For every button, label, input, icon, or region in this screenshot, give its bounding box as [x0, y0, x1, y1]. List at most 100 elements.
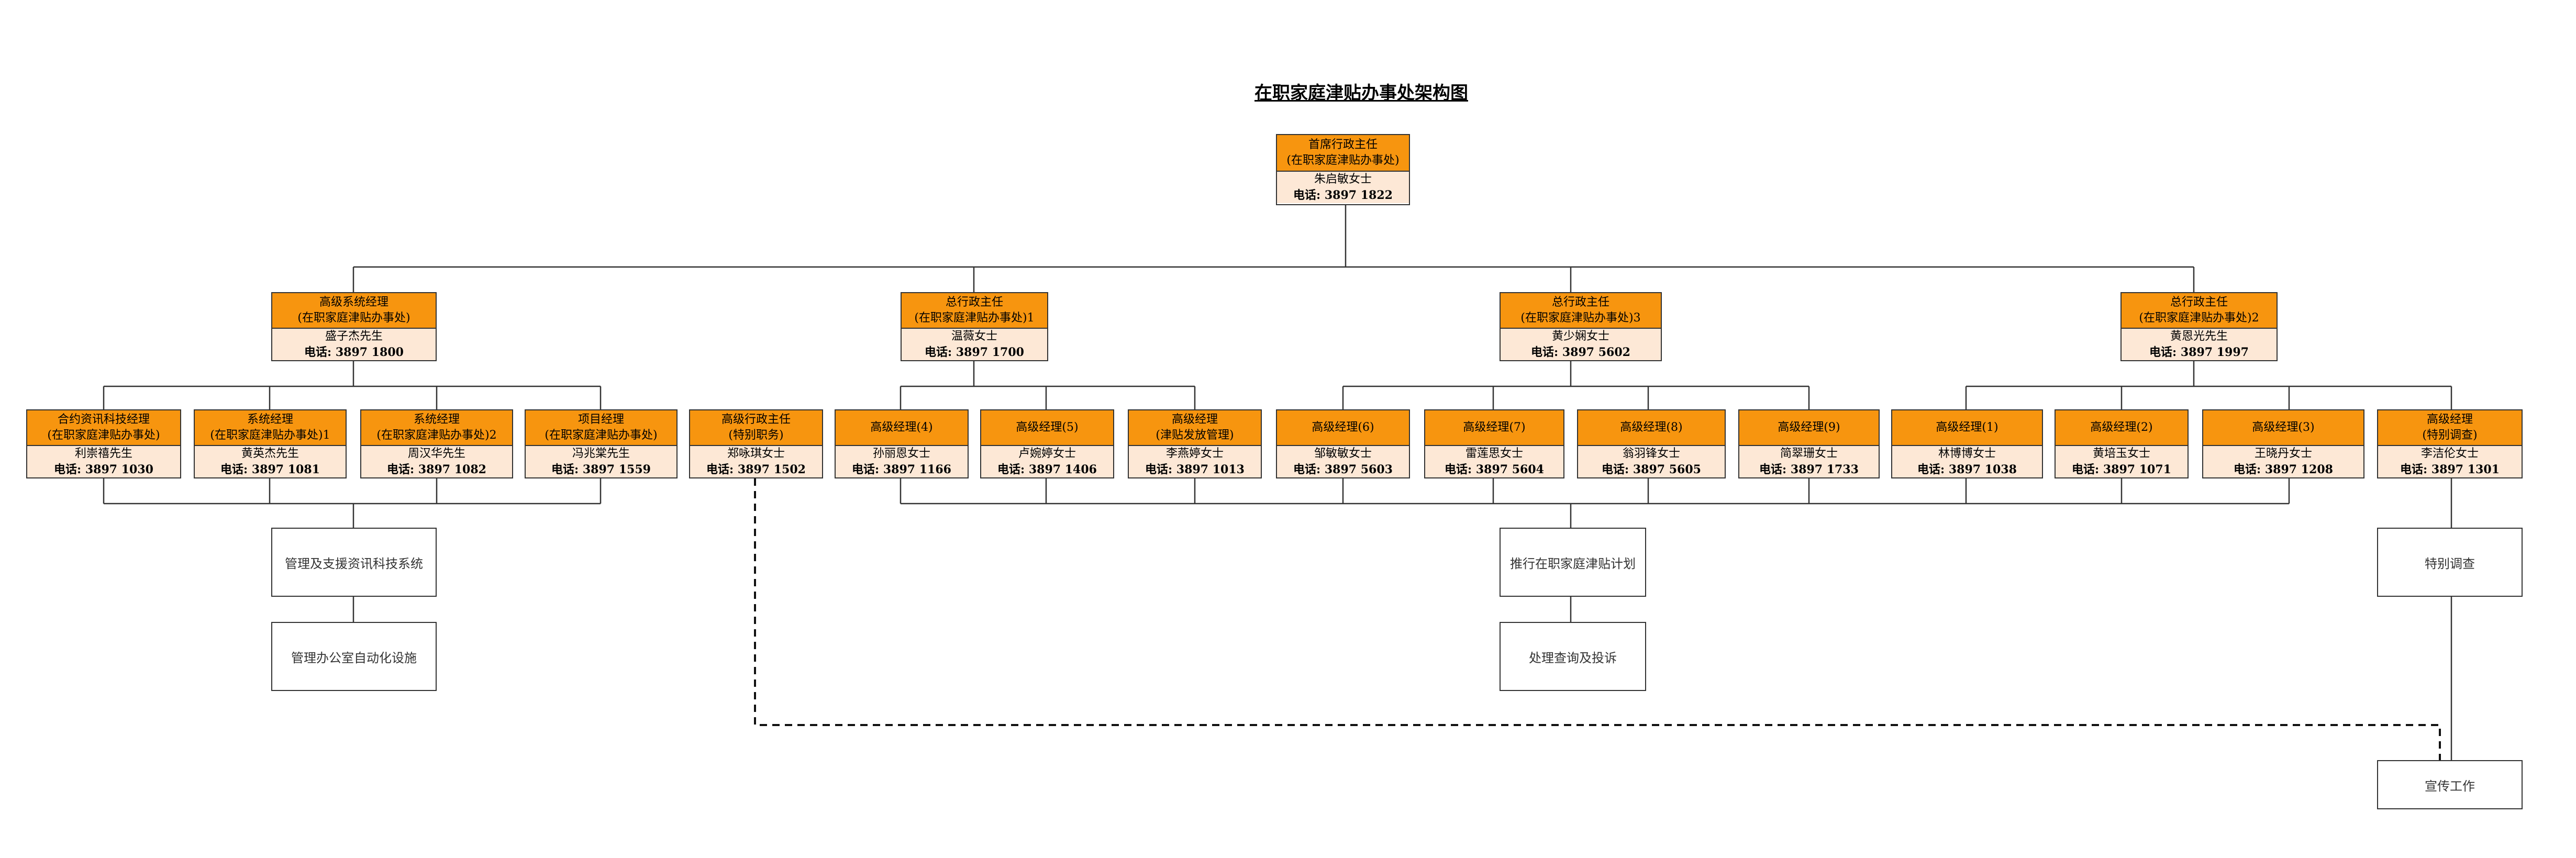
staff-name: 黄培玉女士 — [2092, 447, 2150, 460]
function-box: 宣传工作 — [2377, 760, 2523, 809]
function-box: 管理及支援资讯科技系统 — [271, 528, 437, 597]
staff-title: 高级行政主任 — [721, 413, 791, 426]
staff-title: 高级经理(7) — [1463, 421, 1526, 434]
staff-name: 李燕婷女士 — [1165, 447, 1224, 460]
staff-title: 高级经理(2) — [2090, 421, 2153, 434]
staff-tel: 电话: 3897 5605 — [1602, 463, 1701, 476]
manager-office: (在职家庭津贴办事处)2 — [2139, 311, 2259, 325]
staff-office: (特别调查) — [2422, 429, 2478, 442]
chart-title: 在职家庭津贴办事处架构图 — [1254, 83, 1468, 104]
chief-name: 朱启敏女士 — [1314, 173, 1372, 186]
staff-box: 高级经理 (津贴发放管理) 李燕婷女士电话: 3897 1013 — [1128, 409, 1262, 478]
staff-box: 高级经理(8) 翁羽锋女士电话: 3897 5605 — [1577, 409, 1726, 478]
manager-tel: 电话: 3897 1700 — [925, 346, 1024, 359]
staff-title: 高级经理(6) — [1312, 421, 1374, 434]
manager-tel: 电话: 3897 1800 — [304, 346, 404, 359]
manager-office: (在职家庭津贴办事处)1 — [914, 311, 1035, 325]
staff-name: 郑咏琪女士 — [727, 447, 785, 460]
staff-title: 高级经理(9) — [1778, 421, 1840, 434]
staff-box: 合约资讯科技经理 (在职家庭津贴办事处) 利崇禧先生电话: 3897 1030 — [26, 409, 181, 478]
staff-box: 系统经理(在职家庭津贴办事处)1 黄英杰先生电话: 3897 1081 — [194, 409, 347, 478]
manager-box: 总行政主任 (在职家庭津贴办事处)2 黄恩光先生 电话: 3897 1997 — [2120, 292, 2278, 361]
manager-box: 总行政主任 (在职家庭津贴办事处)3 黄少娴女士 电话: 3897 5602 — [1500, 292, 1662, 361]
manager-title: 总行政主任 — [1551, 296, 1609, 309]
chief-tel: 电话: 3897 1822 — [1293, 188, 1393, 202]
staff-name: 利崇禧先生 — [74, 447, 132, 460]
staff-name: 黄英杰先生 — [241, 447, 299, 460]
staff-box: 高级经理(4) 孙丽恩女士电话: 3897 1166 — [835, 409, 969, 478]
staff-office: (在职家庭津贴办事处) — [545, 429, 658, 442]
staff-tel: 电话: 3897 1013 — [1145, 463, 1245, 476]
staff-title: 合约资讯科技经理 — [57, 413, 150, 426]
staff-box: 系统经理 (在职家庭津贴办事处)2 周汉华先生电话: 3897 1082 — [360, 409, 513, 478]
staff-box: 高级经理(2) 黄培玉女士电话: 3897 1071 — [2055, 409, 2189, 478]
staff-title: 系统经理 — [413, 413, 460, 426]
manager-name: 温薇女士 — [951, 330, 997, 343]
staff-box: 高级经理(9) 简翠珊女士电话: 3897 1733 — [1738, 409, 1880, 478]
staff-office: (在职家庭津贴办事处)1 — [210, 429, 330, 442]
staff-title: 高级经理(3) — [2252, 421, 2315, 434]
staff-tel: 电话: 3897 1038 — [1917, 463, 2017, 476]
staff-title: 高级经理(8) — [1620, 421, 1683, 434]
staff-name: 卢婉婷女士 — [1018, 447, 1076, 460]
staff-title: 高级经理 — [2426, 413, 2473, 426]
staff-tel: 电话: 3897 1301 — [2400, 463, 2500, 476]
staff-tel: 电话: 3897 5604 — [1445, 463, 1544, 476]
manager-name: 盛子杰先生 — [325, 330, 383, 343]
manager-office: (在职家庭津贴办事处) — [297, 311, 410, 325]
staff-tel: 电话: 3897 1081 — [220, 463, 320, 476]
staff-tel: 电话: 3897 1208 — [2234, 463, 2333, 476]
manager-title: 高级系统经理 — [319, 296, 388, 309]
staff-box: 项目经理 (在职家庭津贴办事处) 冯兆棠先生电话: 3897 1559 — [525, 409, 678, 478]
staff-name: 简翠珊女士 — [1780, 447, 1838, 460]
manager-box: 总行政主任 (在职家庭津贴办事处)1 温薇女士 电话: 3897 1700 — [901, 292, 1048, 361]
staff-name: 林博博女士 — [1938, 447, 1996, 460]
staff-office: (特别职务) — [728, 429, 784, 442]
staff-name: 冯兆棠先生 — [572, 447, 630, 460]
manager-box: 高级系统经理 (在职家庭津贴办事处) 盛子杰先生 电话: 3897 1800 — [271, 292, 437, 361]
staff-box: 高级经理(7) 雷莲思女士电话: 3897 5604 — [1424, 409, 1564, 478]
staff-office: (在职家庭津贴办事处) — [47, 429, 160, 442]
manager-tel: 电话: 3897 1997 — [2149, 346, 2249, 359]
staff-box: 高级经理(1) 林博博女士电话: 3897 1038 — [1891, 409, 2043, 478]
function-box: 处理查询及投诉 — [1500, 622, 1646, 691]
staff-name: 邹敏敏女士 — [1314, 447, 1372, 460]
function-box: 推行在职家庭津贴计划 — [1500, 528, 1646, 597]
chief-executive-box: 首席行政主任 (在职家庭津贴办事处) 朱启敏女士 电话: 3897 1822 — [1276, 134, 1410, 205]
chief-office: (在职家庭津贴办事处) — [1286, 154, 1400, 167]
chief-title: 首席行政主任 — [1308, 138, 1378, 151]
manager-title: 总行政主任 — [945, 296, 1003, 309]
staff-name: 孙丽恩女士 — [872, 447, 930, 460]
staff-tel: 电话: 3897 5603 — [1293, 463, 1393, 476]
staff-tel: 电话: 3897 1071 — [2072, 463, 2171, 476]
staff-title: 高级经理(4) — [870, 421, 933, 434]
staff-title: 高级经理 — [1171, 413, 1218, 426]
staff-tel: 电话: 3897 1559 — [551, 463, 651, 476]
staff-name: 雷莲思女士 — [1465, 447, 1523, 460]
function-box: 特别调查 — [2377, 528, 2523, 597]
manager-name: 黄少娴女士 — [1551, 330, 1609, 343]
staff-name: 李洁伦女士 — [2420, 447, 2479, 460]
staff-title: 高级经理(1) — [1936, 421, 1998, 434]
staff-box: 高级经理(3) 王晓丹女士电话: 3897 1208 — [2202, 409, 2364, 478]
staff-name: 王晓丹女士 — [2254, 447, 2312, 460]
manager-title: 总行政主任 — [2170, 296, 2228, 309]
staff-office: (津贴发放管理) — [1156, 429, 1234, 442]
staff-name: 周汉华先生 — [407, 447, 465, 460]
staff-title: 高级经理(5) — [1016, 421, 1079, 434]
manager-office: (在职家庭津贴办事处)3 — [1520, 311, 1641, 325]
staff-title: 项目经理 — [578, 413, 624, 426]
manager-tel: 电话: 3897 5602 — [1531, 346, 1630, 359]
staff-tel: 电话: 3897 1082 — [387, 463, 486, 476]
staff-box: 高级经理(5) 卢婉婷女士电话: 3897 1406 — [980, 409, 1114, 478]
staff-name: 翁羽锋女士 — [1622, 447, 1680, 460]
staff-tel: 电话: 3897 1030 — [54, 463, 153, 476]
staff-tel: 电话: 3897 1733 — [1759, 463, 1859, 476]
staff-office: (在职家庭津贴办事处)2 — [376, 429, 497, 442]
staff-box: 高级经理 (特别调查) 李洁伦女士电话: 3897 1301 — [2377, 409, 2523, 478]
staff-box: 高级经理(6) 邹敏敏女士电话: 3897 5603 — [1276, 409, 1410, 478]
manager-name: 黄恩光先生 — [2170, 330, 2228, 343]
staff-tel: 电话: 3897 1502 — [706, 463, 806, 476]
dashed-connector — [754, 478, 2441, 760]
